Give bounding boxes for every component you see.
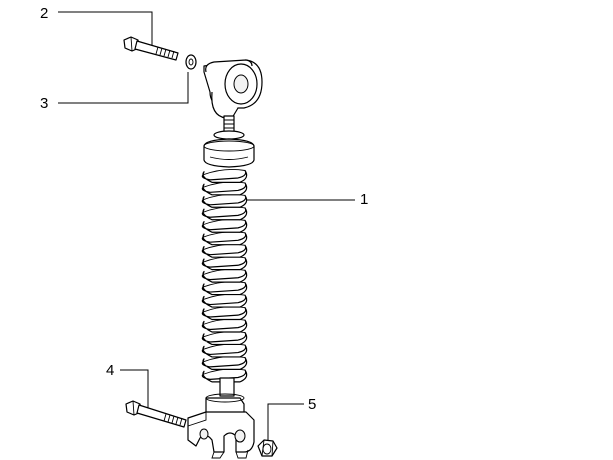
leader-line-4: [120, 369, 149, 412]
damper-rod: [219, 377, 235, 397]
callout-2: 2: [40, 5, 48, 22]
spring-coil: [201, 332, 248, 346]
spring-coil-back: [202, 169, 246, 176]
callout-5: 5: [308, 396, 316, 413]
leader-line-5: [267, 403, 304, 445]
spring-coil: [201, 319, 248, 333]
top-eye-mount: [203, 59, 263, 119]
lower-bolt: [125, 400, 187, 428]
coil-spring: [201, 169, 248, 383]
leader-lines: [58, 11, 355, 445]
lock-nut: [257, 439, 278, 457]
upper-spring-seat: [203, 130, 255, 168]
spring-coil: [201, 244, 248, 258]
upper-shaft: [223, 115, 235, 133]
spring-coil: [201, 257, 248, 271]
spring-coil: [201, 219, 248, 233]
spring-coil: [201, 182, 248, 196]
spring-coil: [201, 169, 248, 183]
spring-coil: [201, 194, 248, 208]
callout-labels: 2 3 1 4 5: [40, 5, 368, 413]
callout-4: 4: [106, 362, 114, 379]
callout-1: 1: [360, 191, 368, 208]
shock-absorber: [187, 59, 263, 459]
spring-coil: [201, 269, 248, 283]
spring-coil: [201, 356, 248, 370]
spring-coil: [201, 207, 248, 221]
spring-coil: [201, 344, 248, 358]
spring-coil: [201, 307, 248, 321]
spring-coil: [201, 232, 248, 246]
upper-bolt: [123, 36, 179, 61]
spring-coil: [201, 294, 248, 308]
leader-line-2: [58, 11, 153, 46]
washer: [185, 54, 197, 70]
bottom-fork-mount: [187, 393, 255, 459]
leader-line-3: [58, 72, 189, 104]
spring-coil: [201, 369, 248, 383]
spring-coil: [201, 282, 248, 296]
callout-3: 3: [40, 95, 48, 112]
